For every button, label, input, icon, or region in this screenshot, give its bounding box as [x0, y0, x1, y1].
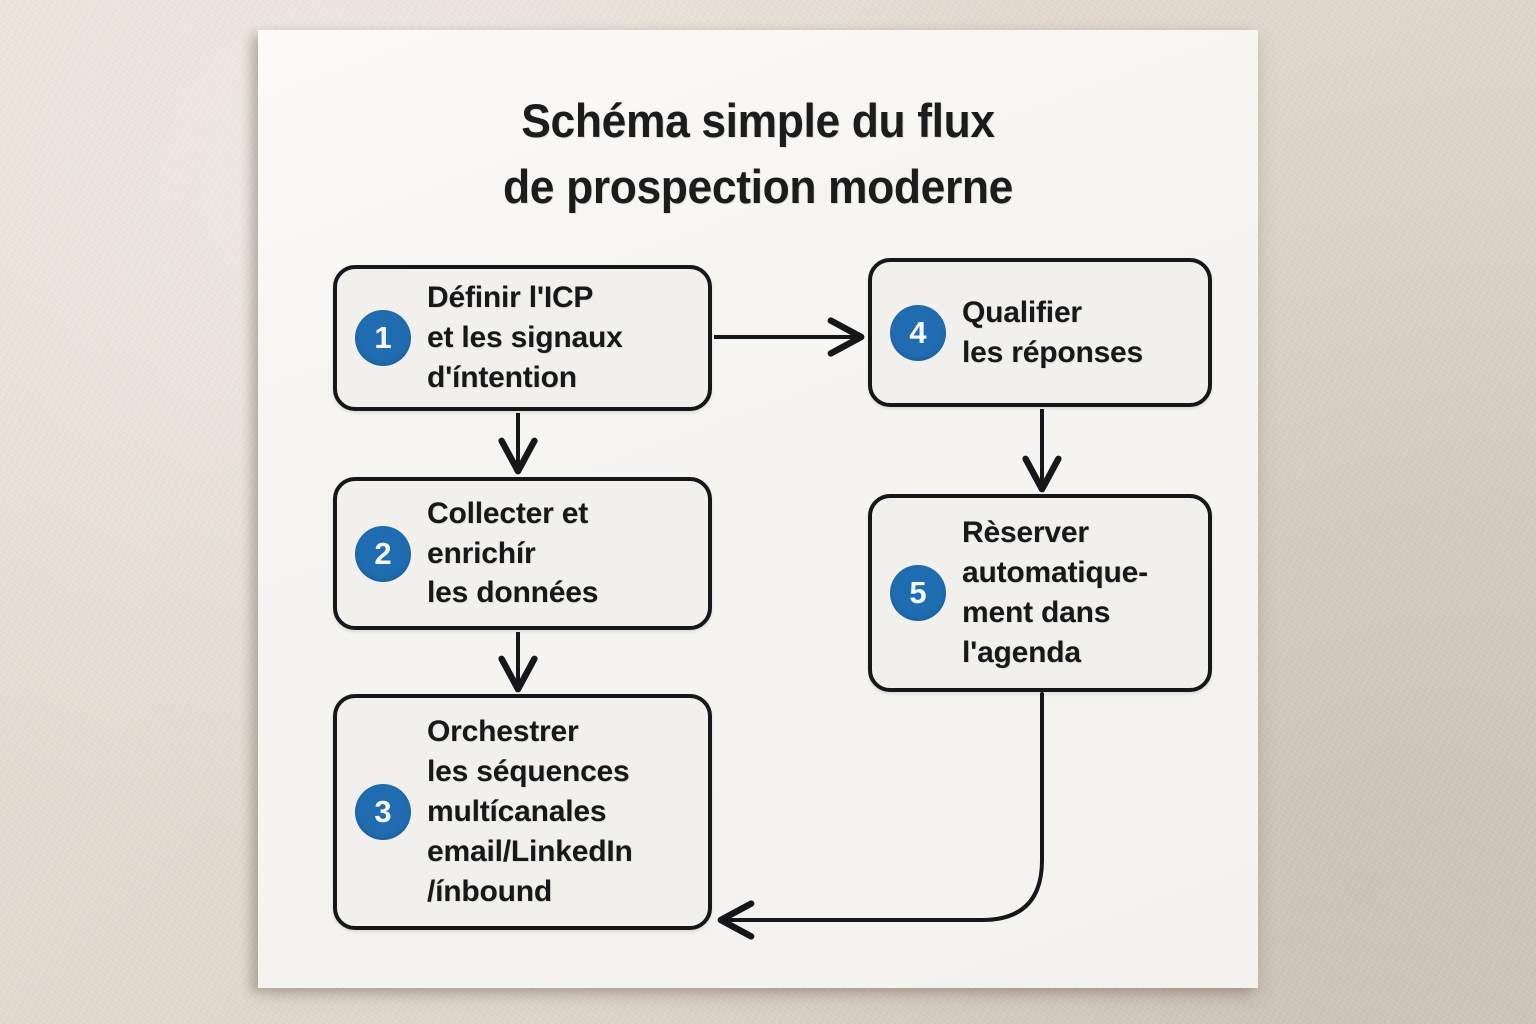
step-number-badge: 1 [355, 310, 411, 366]
flow-node-2[interactable]: 2 Collecter et enrichír les données [333, 477, 712, 630]
flow-node-3[interactable]: 3 Orchestrer les séquences multícanales … [333, 694, 712, 930]
flow-node-4[interactable]: 4 Qualifier les réponses [868, 258, 1212, 407]
step-number-badge: 2 [355, 525, 411, 582]
edge-5-to-3 [717, 692, 1044, 940]
page-title: Schéma simple du flux de prospection mod… [503, 94, 1013, 213]
diagram-card: Schéma simple du flux de prospection mod… [258, 30, 1258, 988]
flow-node-label: Définir l'ICP et les signaux d'íntention [427, 281, 623, 394]
flow-node-label: Qualifier les réponses [962, 295, 1144, 369]
step-number-badge: 3 [355, 784, 411, 840]
flow-node-label: Collecter et enrichír les données [427, 496, 599, 610]
flow-node-label: Rèserver automatique- ment dans l'agenda [962, 516, 1148, 669]
flow-node-label: Orchestrer les séquences multícanales em… [427, 715, 633, 908]
step-number-badge: 5 [890, 565, 946, 621]
flow-connectors [498, 317, 1062, 940]
flow-node-5[interactable]: 5 Rèserver automatique- ment dans l'agen… [868, 494, 1212, 692]
flow-node-1[interactable]: 1 Définir l'ICP et les signaux d'íntenti… [333, 265, 712, 411]
step-number-badge: 4 [890, 304, 946, 361]
